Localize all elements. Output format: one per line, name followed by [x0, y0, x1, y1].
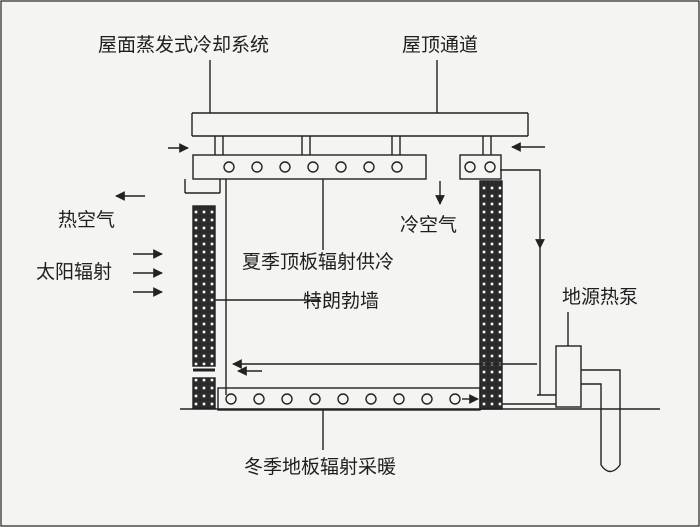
ceiling-pipe-right [464, 161, 476, 173]
heat-pump-unit [555, 345, 582, 408]
ceiling-pipes [223, 161, 403, 173]
roof-supports [214, 136, 492, 155]
label-ground-source-heat-pump: 地源热泵 [562, 286, 639, 308]
heat-pump-piping [500, 169, 556, 405]
label-summer-ceiling-cooling: 夏季顶板辐射供冷 [242, 251, 395, 273]
ceiling-slab-right [459, 154, 502, 180]
solar-radiation-arrows [133, 249, 163, 297]
trombe-wall [184, 179, 221, 409]
label-solar-radiation: 太阳辐射 [36, 261, 113, 283]
ceiling-pipe-right [484, 161, 496, 173]
ceiling-slab [192, 154, 427, 180]
right-wall [479, 180, 503, 410]
label-trombe-wall: 特朗勃墙 [303, 290, 380, 312]
label-roof-channel: 屋顶通道 [402, 34, 479, 56]
label-hot-air: 热空气 [58, 209, 116, 231]
label-roof-evaporative-cooling: 屋面蒸发式冷却系统 [98, 34, 270, 56]
roof-panel [191, 112, 529, 137]
floor-pipes [225, 393, 461, 405]
ground-loop [581, 369, 621, 473]
label-winter-floor-heating: 冬季地板辐射采暖 [244, 456, 397, 478]
floor-slab [217, 387, 481, 411]
label-cold-air: 冷空气 [400, 214, 458, 236]
